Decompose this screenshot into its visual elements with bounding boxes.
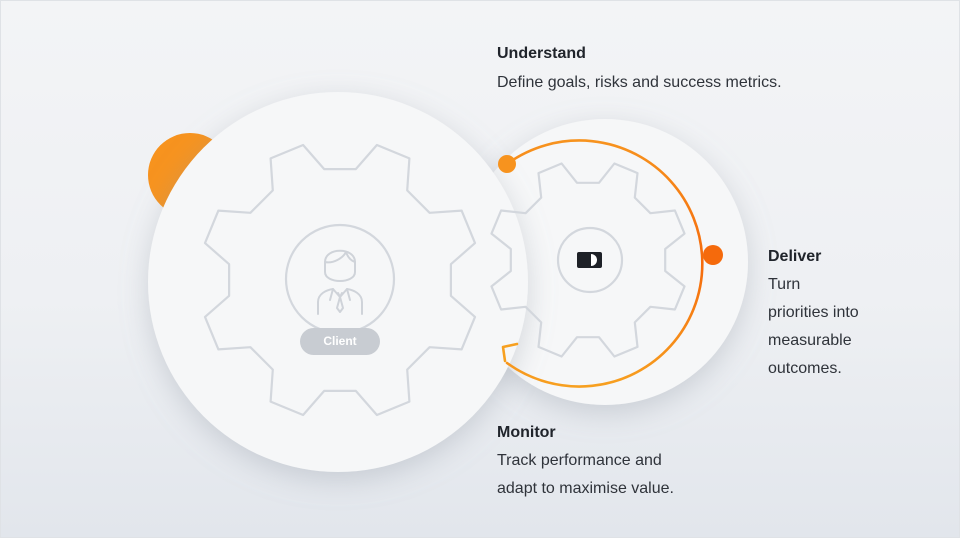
understand-marker xyxy=(498,155,516,173)
cycle-arrow-icon xyxy=(501,342,519,363)
deliver-line: measurable xyxy=(768,332,852,349)
deliver-title: Deliver xyxy=(768,248,822,265)
cycle-arc xyxy=(505,139,704,388)
process-gear-outline xyxy=(490,162,686,358)
monitor-line: Track performance and xyxy=(497,452,662,469)
deliver-line: outcomes. xyxy=(768,360,842,377)
deliver-line: Turn xyxy=(768,276,801,293)
understand-step: Understand Define goals, risks and succe… xyxy=(497,45,782,97)
client-label: Client xyxy=(300,328,380,355)
deliver-text: Turn priorities into measurable outcomes… xyxy=(768,271,888,383)
brand-logo-icon xyxy=(577,252,602,268)
monitor-step: Monitor Track performance and adapt to m… xyxy=(497,424,717,503)
business-person-icon xyxy=(317,249,363,315)
process-gear-icon xyxy=(490,162,686,358)
client-circle xyxy=(284,223,396,335)
understand-title: Understand xyxy=(497,45,586,62)
deliver-step: Deliver Turn priorities into measurable … xyxy=(768,248,888,383)
deliver-line: priorities into xyxy=(768,304,859,321)
understand-text: Define goals, risks and success metrics. xyxy=(497,74,782,91)
monitor-line: adapt to maximise value. xyxy=(497,480,674,497)
deliver-marker xyxy=(703,245,723,265)
monitor-text: Track performance and adapt to maximise … xyxy=(497,447,717,503)
client-gear-outline xyxy=(203,143,477,417)
monitor-title: Monitor xyxy=(497,424,556,441)
client-gear-icon xyxy=(203,143,477,417)
